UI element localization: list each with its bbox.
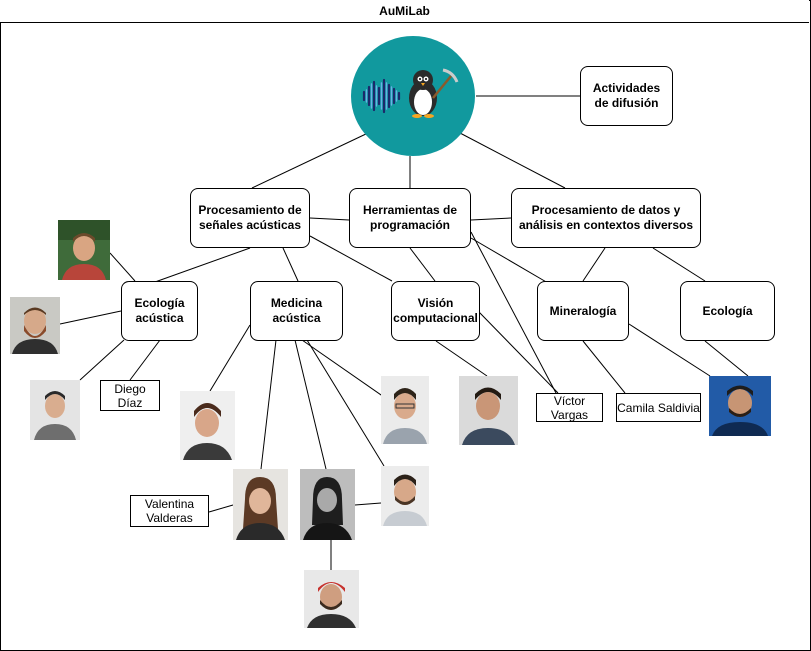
person-photo-2 xyxy=(10,297,60,354)
person-photo-8 xyxy=(381,466,429,526)
label-valentina-valderas: Valentina Valderas xyxy=(130,495,209,527)
edge-medicina-photo4 xyxy=(209,324,251,392)
edge-senales-medicina xyxy=(282,247,299,282)
node-ecologia: Ecología xyxy=(680,281,775,341)
label-diego-diaz: Diego Díaz xyxy=(100,380,160,411)
edge-valentina-photo5 xyxy=(208,504,234,513)
edge-herramientas-victor xyxy=(470,231,557,394)
label-camila-saldivia: Camila Saldivia xyxy=(616,393,701,422)
edge-logo-datos xyxy=(459,132,566,189)
edge-herramientas-datos xyxy=(470,217,512,221)
node-herramientas-programacion: Herramientas de programación xyxy=(349,188,471,248)
person-photo-4 xyxy=(180,391,235,460)
node-ecologia-acustica: Ecología acústica xyxy=(121,281,198,341)
edge-datos-mineralogia xyxy=(582,247,606,282)
person-photo-9 xyxy=(304,570,359,628)
penguin-with-pickaxe-icon xyxy=(409,68,459,118)
edge-photo6-photo8 xyxy=(354,502,382,506)
edge-herramientas-mineralogia xyxy=(470,237,549,284)
edge-medicina-photo5 xyxy=(260,339,277,470)
person-photo-6 xyxy=(300,469,355,540)
person-photo-5 xyxy=(233,469,288,540)
edge-medicina-photo7 xyxy=(301,339,385,398)
person-photo-1 xyxy=(58,220,110,280)
node-vision-computacional: Visión computacional xyxy=(391,281,480,341)
edge-vision-photo10 xyxy=(435,340,488,377)
edge-mineralogia-camila xyxy=(582,340,626,394)
edge-ecologia-photo11 xyxy=(704,340,749,377)
diagram-title: AuMiLab xyxy=(0,0,809,23)
edge-herramientas-vision xyxy=(409,247,436,282)
audio-waveform-icon xyxy=(362,78,401,114)
edge-medicina-photo6 xyxy=(294,339,327,470)
edge-photo1-ecoacustica xyxy=(109,252,136,282)
label-victor-vargas: Víctor Vargas xyxy=(536,393,603,422)
edge-medicina-photo8 xyxy=(306,339,385,467)
edge-vision-victor xyxy=(478,311,559,394)
edge-senales-ecoacustica xyxy=(154,247,251,283)
node-mineralogia: Mineralogía xyxy=(537,281,629,341)
aumilab-logo xyxy=(351,36,475,156)
edge-logo-senales xyxy=(251,132,369,189)
person-photo-7 xyxy=(381,376,429,444)
person-photo-11 xyxy=(709,376,771,436)
node-procesamiento-datos: Procesamiento de datos y análisis en con… xyxy=(511,188,701,248)
person-photo-10 xyxy=(459,376,518,445)
edge-photo2-ecoacustica xyxy=(59,310,122,325)
edge-diego-ecoacustica xyxy=(129,339,161,381)
edge-datos-ecologia xyxy=(652,247,706,282)
edge-mineralogia-photo11 xyxy=(628,323,711,377)
node-procesamiento-senales: Procesamiento de señales acústicas xyxy=(190,188,310,248)
person-photo-3 xyxy=(30,380,80,440)
edge-senales-vision xyxy=(309,235,393,282)
node-actividades-difusion: Actividades de difusión xyxy=(580,66,673,126)
node-medicina-acustica: Medicina acústica xyxy=(250,281,343,341)
edge-photo3-ecoacustica xyxy=(79,339,125,381)
edge-senales-herramientas xyxy=(309,217,350,221)
